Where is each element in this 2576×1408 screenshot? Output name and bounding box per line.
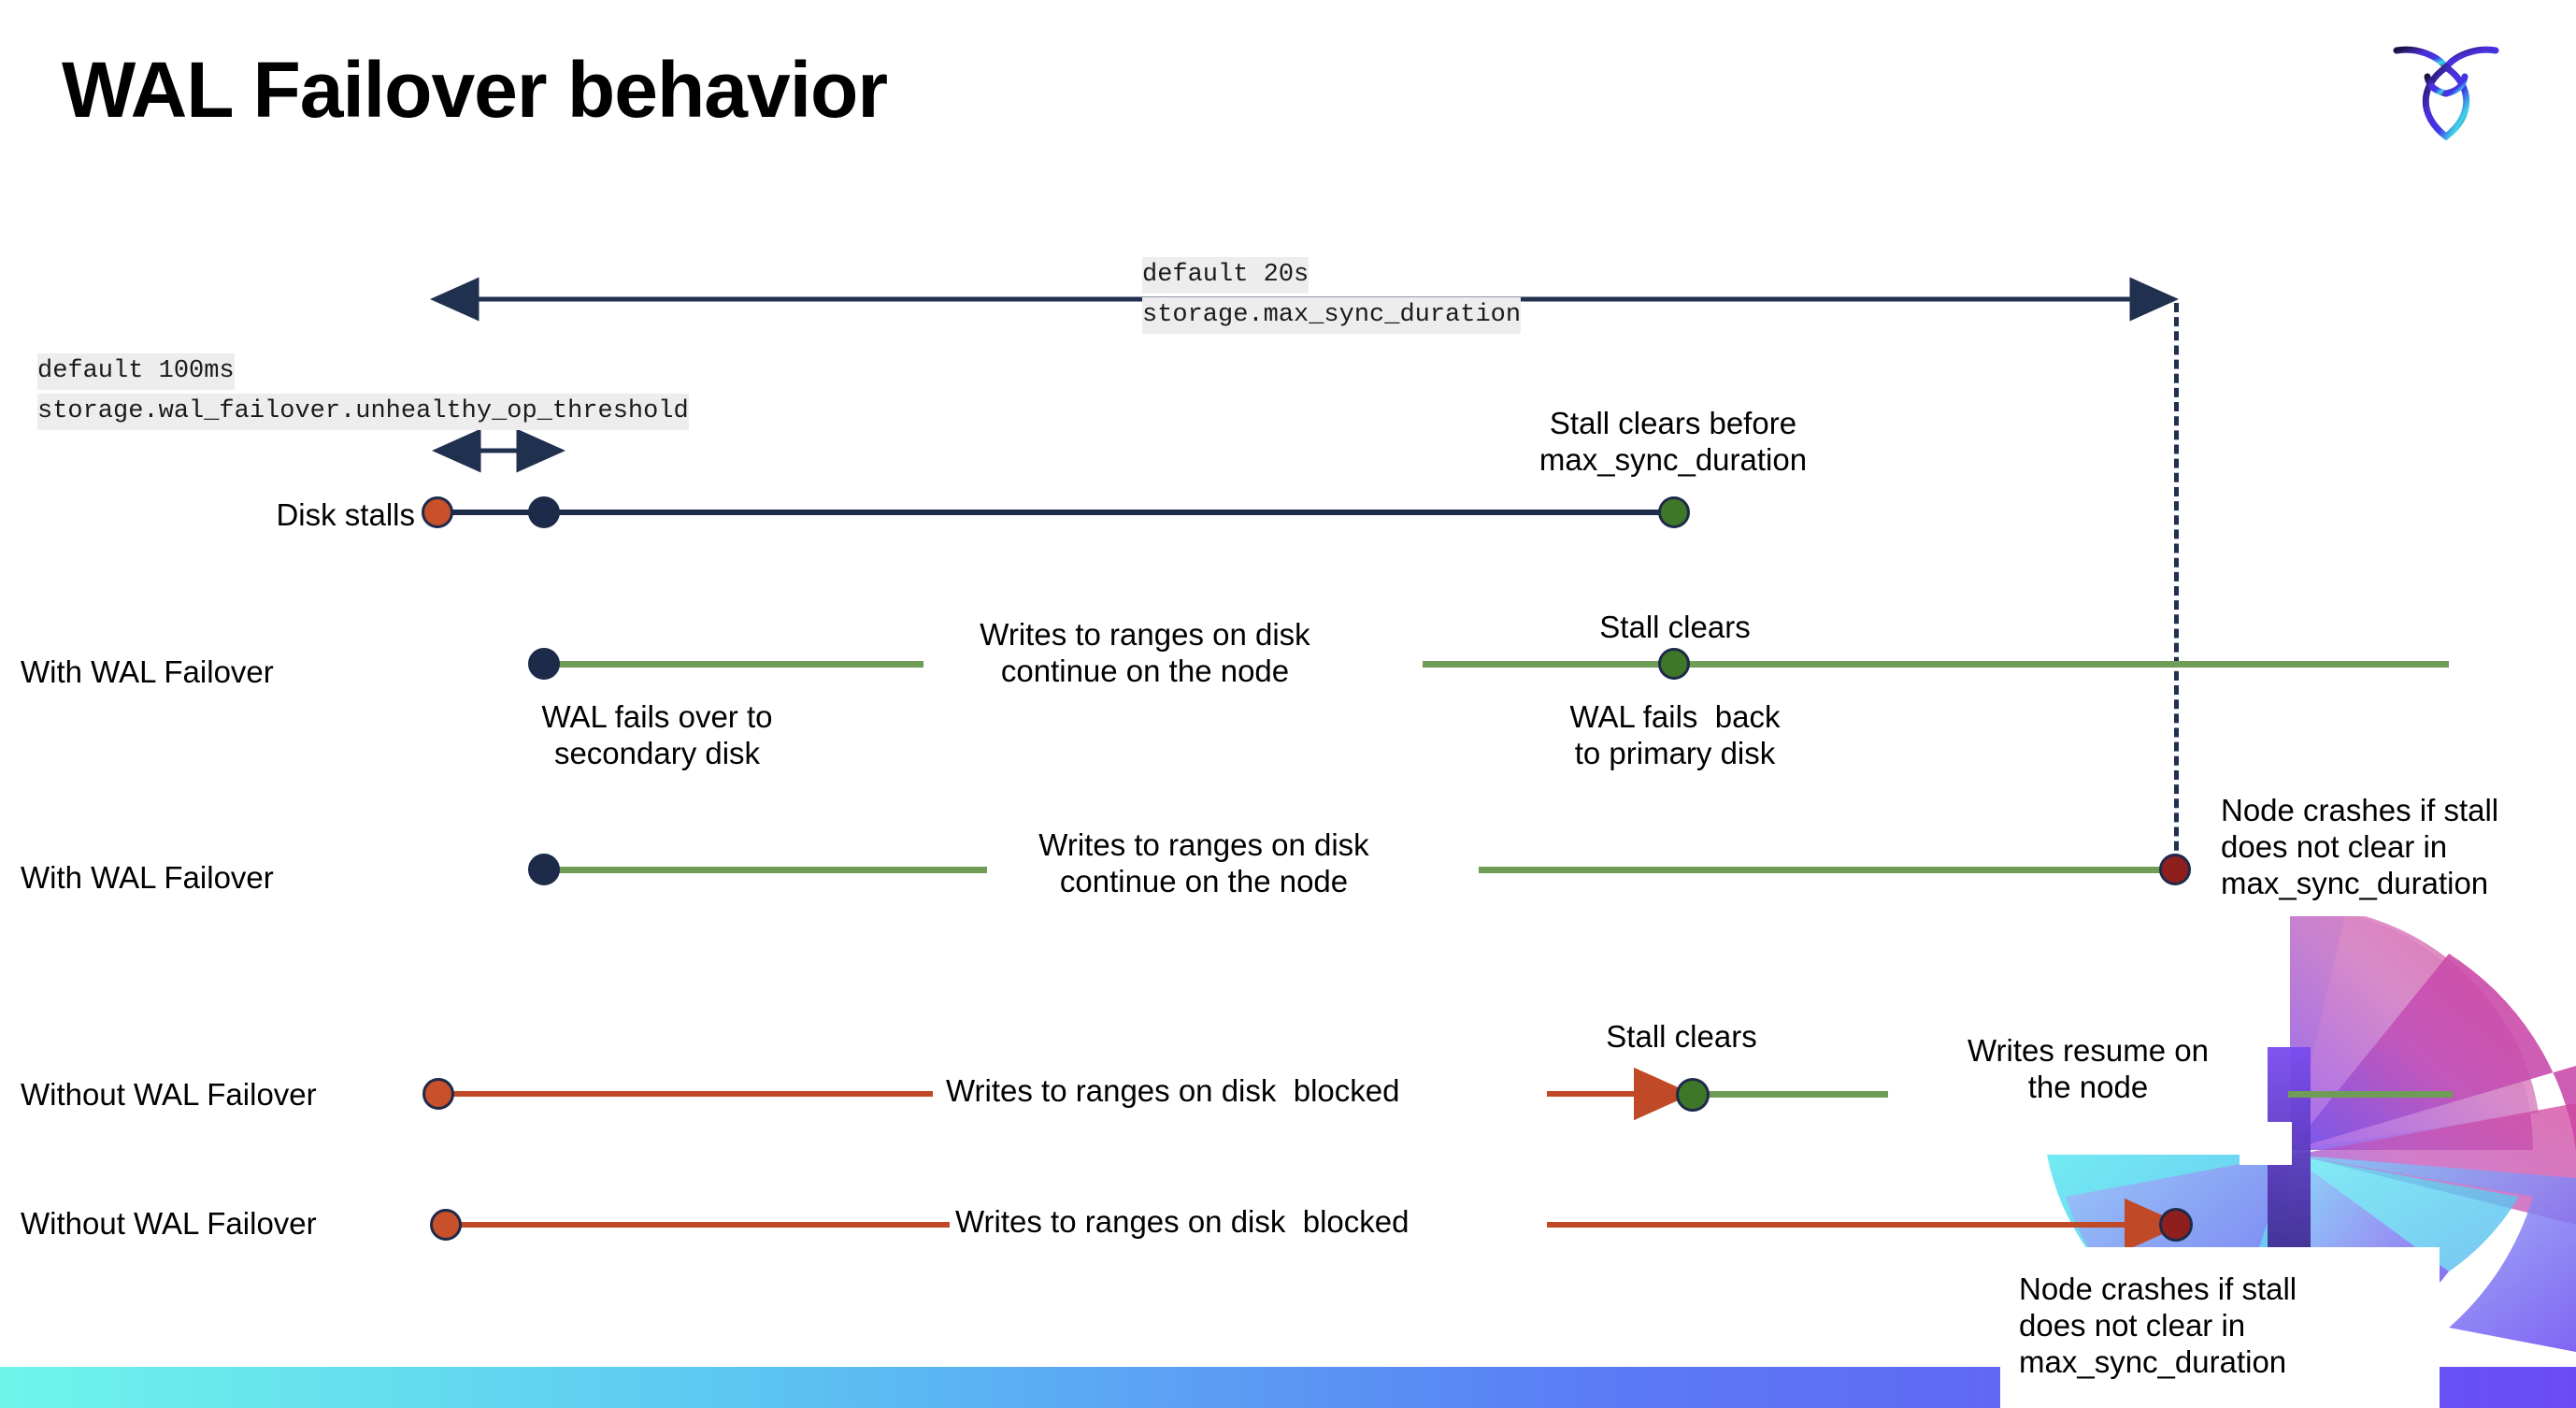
without-wal-1-track-right xyxy=(2288,1091,2453,1098)
marker-node-crash xyxy=(2159,854,2191,885)
with-wal-2-track-right xyxy=(1479,867,2189,873)
page-title: WAL Failover behavior xyxy=(62,46,888,134)
marker-stall-start xyxy=(422,496,453,528)
without-wal-1-track-left xyxy=(439,1091,933,1097)
cockroachdb-logo-icon xyxy=(2385,28,2507,145)
note-writes-continue-1: Writes to ranges on disk continue on the… xyxy=(980,617,1310,688)
without-wal-1-track-mid xyxy=(1697,1091,1888,1098)
marker-failover xyxy=(528,496,560,528)
marker-failover xyxy=(528,854,560,885)
unhealthy-default-label: default 100ms xyxy=(37,353,235,391)
note-stall-clears-1: Stall clears xyxy=(1599,610,1751,644)
max-sync-setting-label: storage.max_sync_duration xyxy=(1142,297,1522,335)
with-wal-1-track-left xyxy=(540,661,923,668)
marker-stall-start xyxy=(430,1209,462,1241)
note-wal-fails-back: WAL fails back to primary disk xyxy=(1569,699,1781,770)
note-wal-fails-over: WAL fails over to secondary disk xyxy=(541,699,773,770)
note-stall-clears-before: Stall clears before max_sync_duration xyxy=(1538,406,1808,477)
marker-failover xyxy=(528,648,560,680)
note-callout-backdrop xyxy=(2000,1247,2440,1408)
row-label-with-wal-failover-2: With WAL Failover xyxy=(21,860,274,895)
marker-stall-start xyxy=(422,1078,454,1110)
max-sync-duration-dashed-line xyxy=(2174,303,2179,879)
marker-stall-clear xyxy=(1658,496,1690,528)
row-label-disk-stalls: Disk stalls xyxy=(276,497,415,532)
note-writes-resume: Writes resume on the node xyxy=(1968,1033,2209,1104)
with-wal-1-track-right xyxy=(1423,661,2449,668)
note-writes-continue-2: Writes to ranges on disk continue on the… xyxy=(1038,827,1369,898)
without-wal-2-track-left xyxy=(447,1222,950,1228)
note-stall-clears-2: Stall clears xyxy=(1606,1019,1757,1054)
max-sync-default-label: default 20s xyxy=(1142,257,1309,295)
disk-stalls-track xyxy=(437,510,1674,515)
note-node-crashes-2: Node crashes if stall does not clear in … xyxy=(2019,1272,2297,1379)
unhealthy-setting-label: storage.wal_failover.unhealthy_op_thresh… xyxy=(37,394,689,431)
marker-stall-clear xyxy=(1676,1078,1710,1112)
row-label-with-wal-failover-1: With WAL Failover xyxy=(21,654,274,689)
marker-stall-clear xyxy=(1658,648,1690,680)
note-node-crashes-1: Node crashes if stall does not clear in … xyxy=(2221,793,2499,900)
note-writes-blocked-1: Writes to ranges on disk blocked xyxy=(946,1073,1400,1108)
row-label-without-wal-failover-1: Without WAL Failover xyxy=(21,1077,317,1112)
note-writes-blocked-2: Writes to ranges on disk blocked xyxy=(955,1204,1410,1239)
marker-node-crash xyxy=(2159,1208,2193,1242)
row-label-without-wal-failover-2: Without WAL Failover xyxy=(21,1206,317,1241)
with-wal-2-track-left xyxy=(540,867,987,873)
